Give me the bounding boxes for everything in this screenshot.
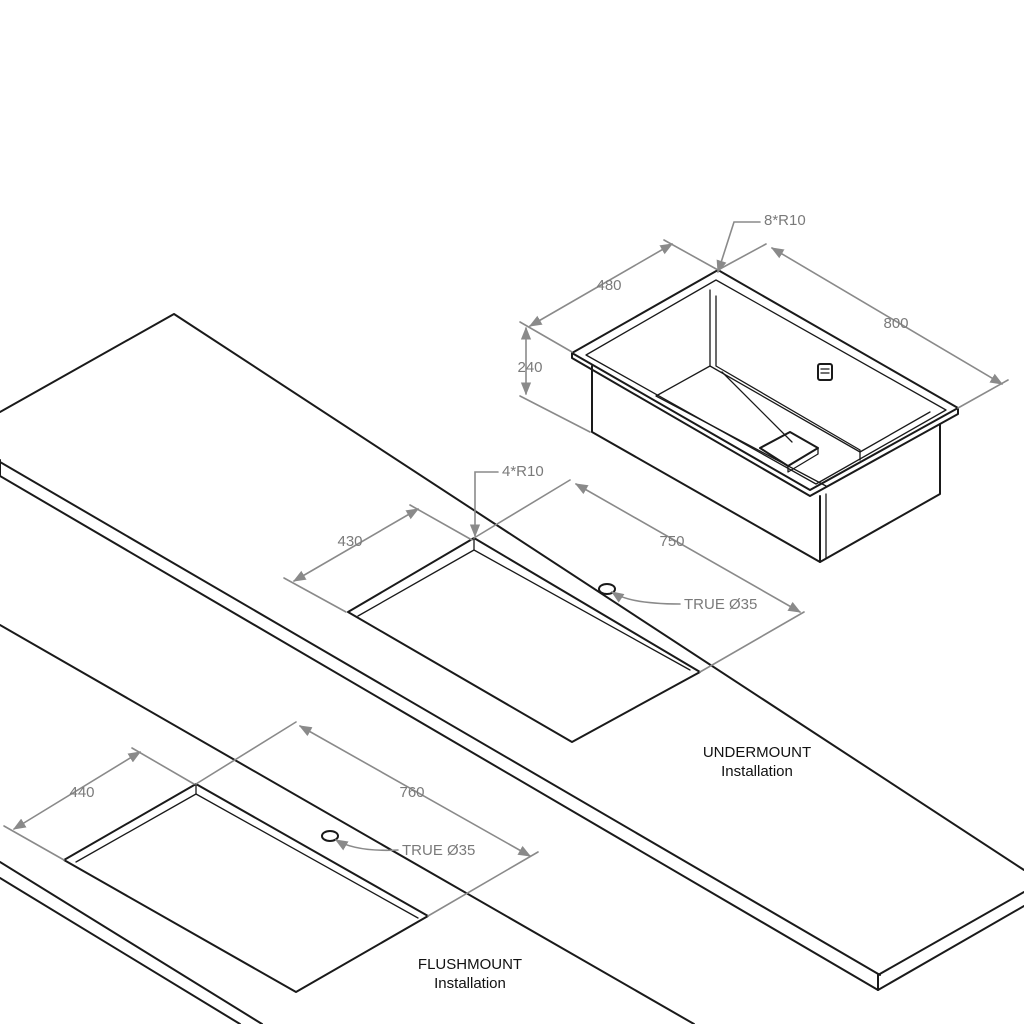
flush-countertop-front-edge-bottom <box>0 877 241 1024</box>
dim-radius-leader <box>469 471 499 538</box>
dim-430-line <box>292 508 420 582</box>
dim-480-text: 480 <box>596 277 621 294</box>
sink-drain <box>759 431 819 467</box>
flush-hole-text: TRUE Ø35 <box>402 842 475 859</box>
countertop-right-bottom <box>877 905 1024 991</box>
sink-inner-walls <box>655 289 827 487</box>
flushmount-countertop <box>0 624 695 1024</box>
dim-sink-radius-text: 8*R10 <box>764 212 806 229</box>
undermount-dimensions: 430 750 4*R10 TRUE Ø35 <box>283 463 805 673</box>
flush-countertop-front-edge-top <box>0 861 263 1024</box>
dim-800-line <box>770 247 1004 385</box>
undermount-label-line1: UNDERMOUNT <box>703 744 811 761</box>
flush-countertop-back-edge <box>0 624 695 1024</box>
hole-leader <box>610 591 681 605</box>
flushmount-label-line1: FLUSHMOUNT <box>418 956 522 973</box>
flushmount-cutout <box>63 783 429 993</box>
countertop-front-edge-bottom <box>0 475 879 991</box>
dim-480-line <box>528 243 674 327</box>
dim-440-line <box>12 751 142 830</box>
dim-440-text: 440 <box>69 784 94 801</box>
undermount-countertop <box>0 313 1024 991</box>
dim-750-line <box>574 483 802 613</box>
dim-sink-radius-leader <box>716 221 761 274</box>
sink-bowl <box>571 269 959 563</box>
sink-dimensions: 480 800 240 8*R10 <box>517 212 1009 433</box>
dim-radius-text: 4*R10 <box>502 463 544 480</box>
flushmount-label-line2: Installation <box>434 975 506 992</box>
undermount-label-line2: Installation <box>721 763 793 780</box>
countertop-top-outline <box>0 313 1024 871</box>
dim-430-text: 430 <box>337 533 362 550</box>
countertop-front-edge-top <box>0 461 881 976</box>
flushmount-dimensions: 440 760 TRUE Ø35 <box>3 721 539 917</box>
sink-rim-inner <box>585 279 947 485</box>
flush-hole-leader <box>334 839 399 852</box>
dim-240-text: 240 <box>517 359 542 376</box>
hole-text: TRUE Ø35 <box>684 596 757 613</box>
sink-overflow <box>817 363 833 381</box>
flush-cutout-outline <box>63 783 429 993</box>
dim-760-text: 760 <box>399 784 424 801</box>
dim-750-text: 750 <box>659 533 684 550</box>
dim-760-line <box>298 725 532 857</box>
countertop-right-top <box>877 891 1024 976</box>
dim-800-text: 800 <box>883 315 908 332</box>
